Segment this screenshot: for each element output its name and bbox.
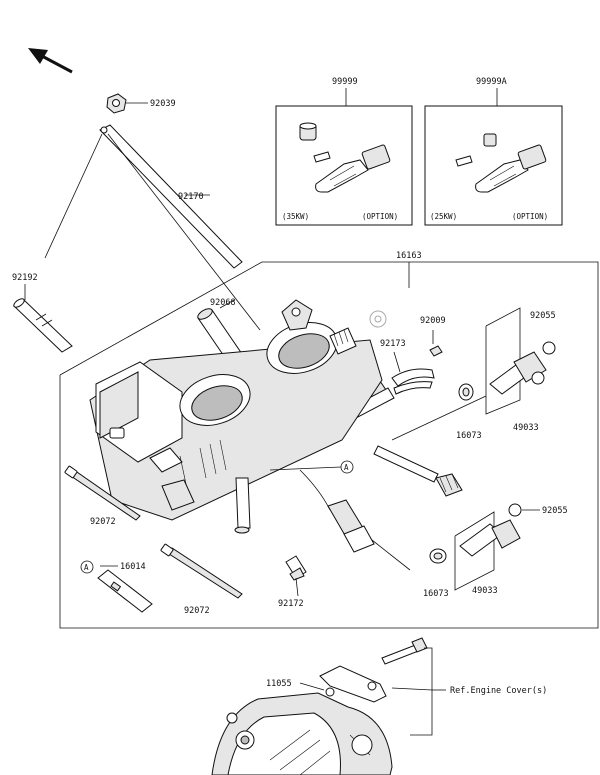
injector-group-top[interactable] (391, 307, 556, 441)
hose-92192[interactable] (12, 284, 73, 353)
part-label-99999a: 99999A (476, 77, 507, 87)
clip-92172[interactable] (285, 555, 307, 597)
part-label-11055: 11055 (266, 679, 292, 689)
option-label-25kw: (25KW) (430, 212, 457, 221)
part-label-92009: 92009 (420, 316, 446, 326)
part-label-16014: 16014 (120, 562, 146, 572)
clamp-92173[interactable] (391, 351, 435, 395)
part-label-92039: 92039 (150, 99, 176, 109)
part-label-92192: 92192 (12, 273, 38, 283)
bracket-11055[interactable] (299, 665, 387, 703)
strap-92170[interactable] (44, 124, 261, 331)
part-label-49033-top: 49033 (513, 423, 539, 433)
part-label-92170: 92170 (178, 192, 204, 202)
part-label-92072-bottom: 92072 (184, 606, 210, 616)
gear-watermark-icon (369, 310, 387, 328)
front-direction-arrow-icon (28, 48, 73, 74)
engine-cover (211, 692, 393, 775)
part-label-92172: 92172 (278, 599, 304, 609)
cable-tie-92072-left[interactable] (64, 465, 141, 521)
part-label-16073-bottom: 16073 (423, 589, 449, 599)
ref-engine-cover-bracket (391, 647, 446, 736)
injector-group-bottom[interactable] (371, 503, 540, 591)
part-label-92173: 92173 (380, 339, 406, 349)
connector-pipe-top[interactable] (373, 445, 463, 497)
option-label-25kw-option: (OPTION) (512, 212, 548, 221)
part-label-92068: 92068 (210, 298, 236, 308)
part-label-99999: 99999 (332, 77, 358, 87)
option-box-99999[interactable] (275, 88, 413, 226)
part-label-49033-bottom: 49033 (472, 586, 498, 596)
cable-tie-92072-bottom[interactable] (160, 543, 243, 599)
screw-92009[interactable] (429, 330, 443, 357)
nut-92039[interactable] (106, 93, 148, 114)
throttle-body[interactable] (89, 299, 395, 553)
callout-a-box-label: A (84, 563, 89, 572)
ref-engine-cover-label: Ref.Engine Cover(s) (450, 686, 547, 696)
throttle-body-assembly-frame (59, 261, 599, 629)
option-label-35kw: (35KW) (282, 212, 309, 221)
part-label-92055-top: 92055 (530, 311, 556, 321)
part-label-92072-left: 92072 (90, 517, 116, 527)
kit-16014[interactable] (80, 560, 153, 613)
option-label-35kw-option: (OPTION) (362, 212, 398, 221)
callout-a-body-label: A (344, 463, 349, 472)
option-box-99999a[interactable] (424, 88, 563, 226)
bolt[interactable] (381, 637, 428, 665)
part-label-16163: 16163 (396, 251, 422, 261)
callout-a-body (269, 460, 354, 474)
part-label-92055-mid: 92055 (542, 506, 568, 516)
part-label-16073-top: 16073 (456, 431, 482, 441)
